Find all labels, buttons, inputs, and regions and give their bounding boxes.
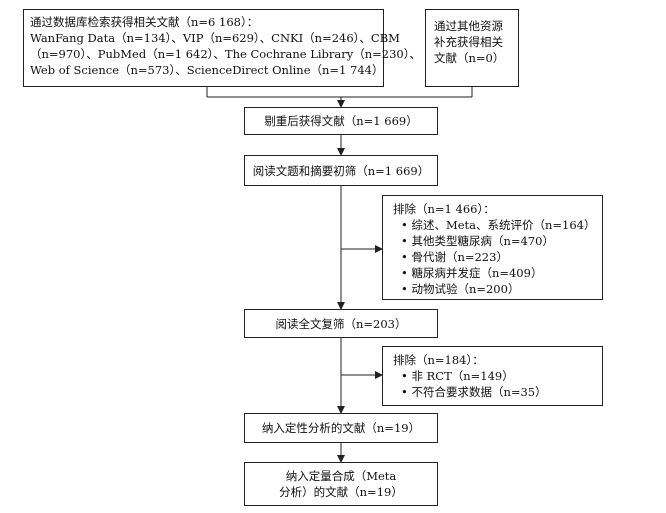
quantitative-synthesis-box: 纳入定量合成（Meta 分析）的文献（n=19） [244, 462, 438, 506]
other-sources-box: 通过其他资源 补充获得相关 文献（n=0） [425, 9, 519, 87]
exclusion-1-list: 综述、Meta、系统评价（n=164） 其他类型糖尿病（n=470） 骨代谢（n… [393, 217, 596, 297]
exclusion-1-item: 其他类型糖尿病（n=470） [401, 233, 596, 249]
exclusion-1-item: 综述、Meta、系统评价（n=164） [401, 217, 596, 233]
exclusion-box-2: 排除（n=184）： 非 RCT（n=149） 不符合要求数据（n=35） [382, 346, 603, 406]
screen-text: 阅读文题和摘要初筛（n=1 669） [252, 163, 430, 178]
exclusion-2-item: 非 RCT（n=149） [401, 368, 596, 384]
quantitative-line: 纳入定量合成（Meta [285, 469, 397, 483]
quantitative-line: 分析）的文献（n=19） [279, 485, 403, 499]
search-line: Web of Science（n=573）、ScienceDirect Onli… [30, 63, 384, 77]
search-line: 通过数据库检索获得相关文献（n=6 168）： [30, 15, 259, 29]
exclusion-1-item: 动物试验（n=200） [401, 281, 596, 297]
search-line: （n=970）、PubMed（n=1 642）、The Cochrane Lib… [30, 47, 421, 61]
qualitative-analysis-box: 纳入定性分析的文献（n=19） [244, 413, 438, 443]
exclusion-1-title: 排除（n=1 466）： [393, 202, 495, 216]
exclusion-1-item: 骨代谢（n=223） [401, 249, 596, 265]
exclusion-1-item: 糖尿病并发症（n=409） [401, 265, 596, 281]
exclusion-2-item: 不符合要求数据（n=35） [401, 384, 596, 400]
other-sources-line: 文献（n=0） [434, 51, 505, 65]
qualitative-text: 纳入定性分析的文献（n=19） [261, 421, 421, 435]
search-line: WanFang Data（n=134）、VIP（n=629）、CNKI（n=24… [30, 31, 400, 45]
title-abstract-screen-box: 阅读文题和摘要初筛（n=1 669） [244, 155, 438, 186]
dedup-text: 剔重后获得文献（n=1 669） [264, 114, 418, 128]
full-text-screen-box: 阅读全文复筛（n=203） [244, 309, 438, 338]
exclusion-box-1: 排除（n=1 466）： 综述、Meta、系统评价（n=164） 其他类型糖尿病… [382, 195, 603, 300]
other-sources-line: 补充获得相关 [434, 35, 503, 49]
search-databases-box: 通过数据库检索获得相关文献（n=6 168）： WanFang Data（n=1… [23, 9, 421, 87]
fulltext-text: 阅读全文复筛（n=203） [275, 316, 407, 331]
exclusion-2-title: 排除（n=184）： [393, 353, 484, 367]
other-sources-line: 通过其他资源 [434, 19, 503, 33]
exclusion-2-list: 非 RCT（n=149） 不符合要求数据（n=35） [393, 368, 596, 400]
dedup-box: 剔重后获得文献（n=1 669） [244, 107, 438, 135]
